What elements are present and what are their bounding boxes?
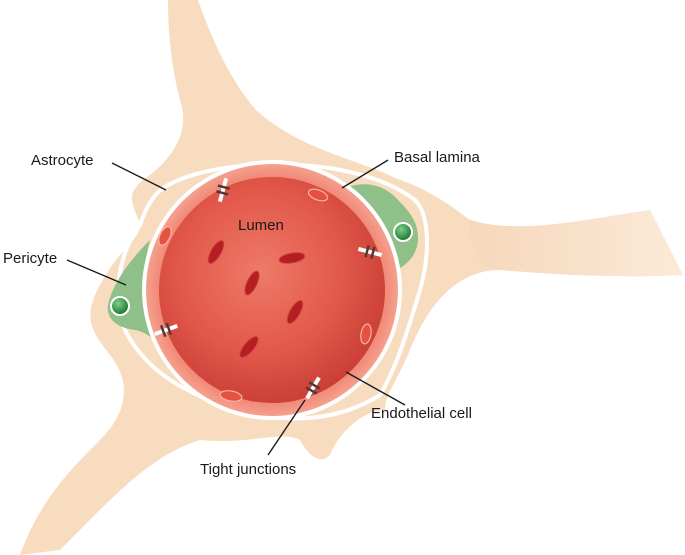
astrocyte-label: Astrocyte (31, 152, 94, 169)
astrocyte-leader (111, 162, 167, 191)
basal-lamina-leader (341, 159, 389, 189)
pericyte-cell-right (345, 184, 418, 320)
red-blood-cell (207, 239, 225, 265)
pericyte-nucleus-left (110, 296, 130, 316)
pericyte-nucleus-right (393, 222, 413, 242)
astrocyte-process-right (470, 210, 683, 277)
tight-junction (305, 376, 321, 400)
basal-lamina-label: Basal lamina (394, 149, 481, 166)
endothelial-nuclei (158, 188, 372, 402)
endothelial-nucleus (307, 188, 329, 202)
red-blood-cell (286, 299, 304, 325)
red-blood-cell (278, 252, 306, 264)
red-blood-cell (244, 270, 260, 296)
red-blood-cells (207, 239, 306, 358)
leader-lines (66, 159, 406, 456)
pericyte-label: Pericyte (3, 250, 57, 267)
tight-junction (154, 322, 178, 338)
pericyte-leader (66, 259, 127, 286)
lumen (159, 177, 385, 403)
endothelial-nucleus (158, 226, 172, 246)
tight-junctions (154, 177, 383, 400)
pericyte-cell-left (107, 240, 225, 402)
endothelial-cell-leader (345, 371, 406, 406)
tight-junction (357, 245, 383, 259)
red-blood-cell (239, 336, 259, 358)
endothelial-nucleus (219, 390, 243, 402)
tight-junction (216, 177, 230, 203)
tight-junctions-label: Tight junctions (200, 461, 296, 478)
tight-junctions-leader (267, 399, 306, 456)
endothelial-cell-label: Endothelial cell (371, 405, 472, 422)
lumen-label: Lumen (238, 217, 284, 234)
endothelial-nucleus (360, 323, 372, 345)
